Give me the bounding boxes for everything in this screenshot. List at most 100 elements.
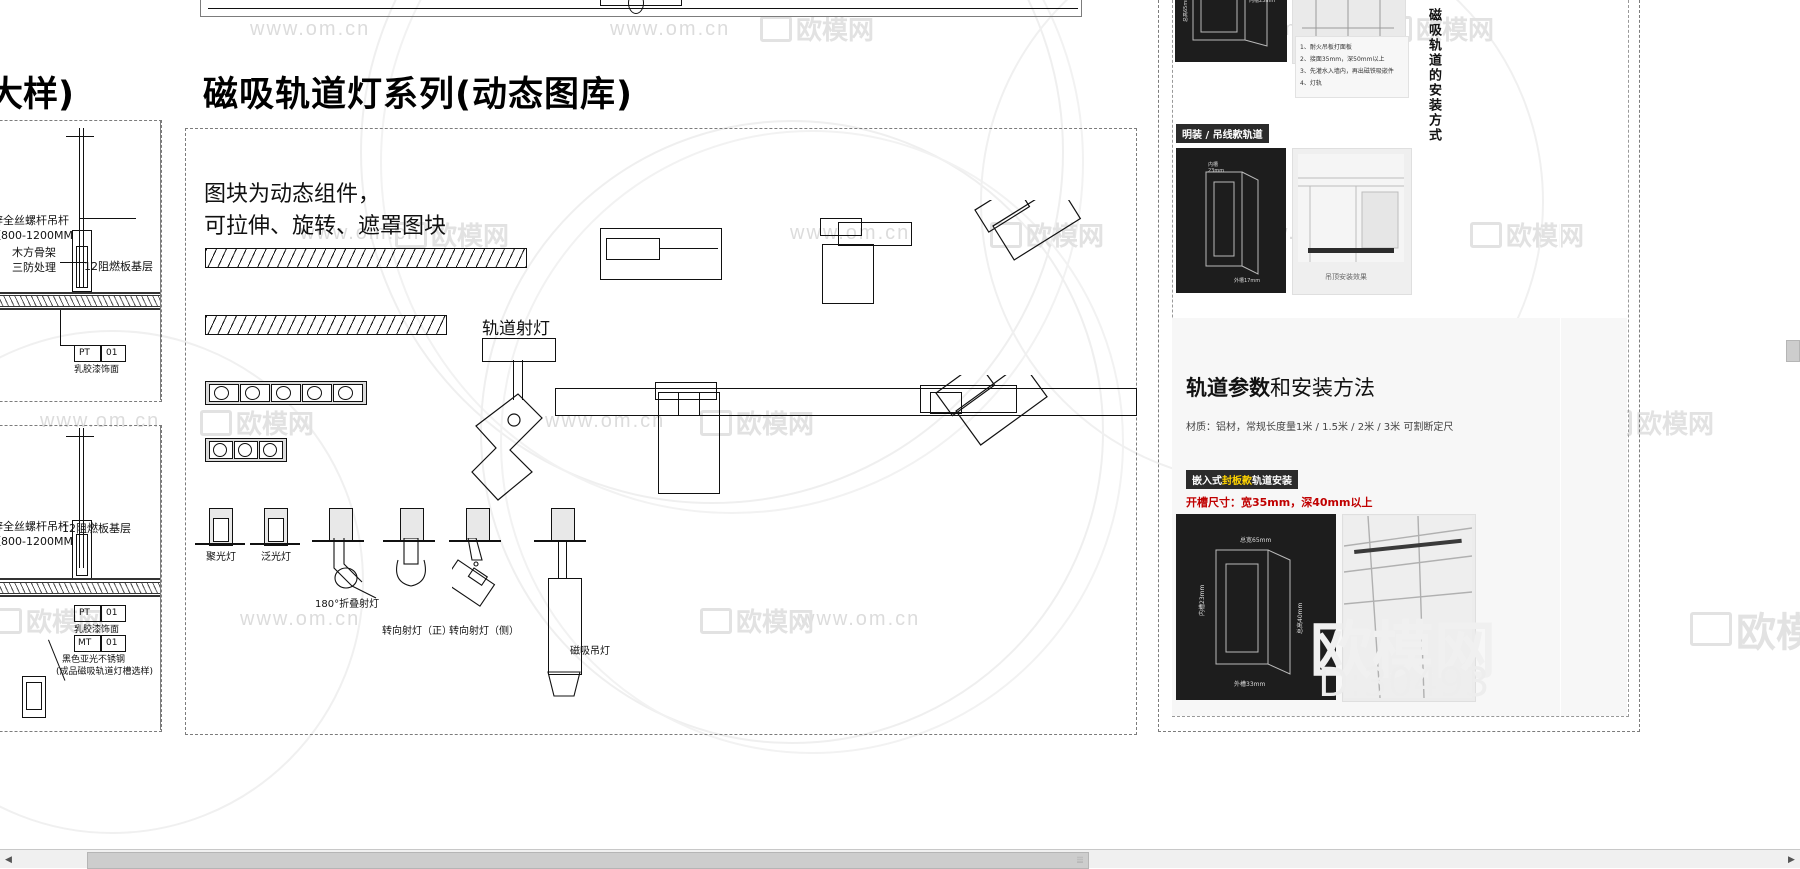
track-bar-short — [205, 315, 447, 335]
scroll-left-button[interactable]: ◀ — [0, 850, 17, 868]
led-lens — [338, 386, 353, 400]
top-partial-frame — [200, 0, 1082, 17]
fixture-ceiling-6 — [534, 540, 586, 542]
material-tag-mt — [74, 635, 102, 652]
track-section-diagram-surface: 内槽 23mm 外槽17mm — [1205, 161, 1260, 284]
tag-recessed-prefix: 嵌入式 — [1192, 476, 1222, 487]
install-step: 1、耐火吊板打面板 — [1300, 44, 1352, 51]
scroll-right-button[interactable]: ▶ — [1783, 850, 1800, 868]
fixture-profile-3 — [329, 508, 353, 542]
watermark-brand-text: 欧模网 — [1636, 409, 1715, 439]
annotation-hanger-spacing: 距800-1200MM — [0, 229, 73, 242]
svg-text:总高65mm: 总高65mm — [1183, 0, 1189, 22]
fixture-label-2: 泛光灯 — [261, 552, 291, 563]
product-photo-top-left — [1175, 0, 1287, 62]
material-tag-pt2-num: 01 — [106, 608, 118, 618]
left-panel-divider — [160, 120, 161, 400]
fixture-label-3: 180°折叠射灯 — [315, 599, 380, 610]
svg-text:23mm: 23mm — [1208, 168, 1224, 174]
svg-text:总宽65mm: 总宽65mm — [1240, 536, 1271, 544]
spotlight-stem — [522, 360, 523, 400]
recessed-steps-note — [1186, 672, 1188, 679]
open-size-value: 宽35mm，深40mm以上 — [1241, 496, 1373, 509]
rotating-spotlight-side — [452, 538, 496, 607]
pendant-head-block-2 — [838, 222, 912, 246]
led-lens — [263, 443, 277, 457]
fixture-label-4: 转向射灯（正） — [382, 626, 452, 637]
track-end-block-inner — [606, 238, 660, 260]
leader-line — [80, 218, 136, 219]
annotation-fireproof-board: 12阻燃板基层 — [84, 260, 153, 273]
right-edge-divider — [1560, 0, 1561, 740]
open-size-label: 开槽尺寸： — [1186, 496, 1241, 509]
annotation-fireproof-board-2: 12阻燃板基层 — [62, 522, 131, 535]
page-title: 磁吸轨道灯系列(动态图库) — [203, 75, 633, 115]
fixture-ceiling-5 — [449, 540, 501, 542]
install-step: 3、先灌水入墙内，再出磁铁吸嵌件 — [1300, 68, 1394, 75]
main-drawing-frame[interactable] — [185, 128, 1137, 735]
material-tag-pt2-number — [100, 605, 126, 622]
ceiling-line — [0, 292, 160, 294]
track-section-diagram-top: 内槽23mm 总高65mm — [1183, 0, 1275, 47]
vertical-scrollbar-thumb[interactable] — [1786, 340, 1800, 362]
fixture-profile-6 — [551, 508, 575, 542]
fixture-ceiling-1 — [195, 543, 245, 545]
folding-spotlight-arm — [333, 538, 377, 599]
scrollbar-track[interactable]: ⦙⦙⦙ — [17, 850, 1783, 869]
scrollbar-thumb[interactable] — [87, 851, 1089, 869]
annotation-wood-frame: 木方骨架 — [12, 246, 56, 259]
material-tag-mt-desc: 黑色亚光不锈钢 — [62, 655, 126, 665]
fixture-label-5: 转向射灯（侧） — [449, 626, 519, 637]
left-detail-frame-top — [0, 120, 162, 402]
magnetic-track-inner — [26, 682, 42, 710]
svg-text:外槽17mm: 外槽17mm — [1234, 277, 1260, 284]
svg-text:外槽33mm: 外槽33mm — [1234, 680, 1265, 688]
spotlight-head-plate — [482, 338, 556, 362]
svg-text:总高40mm: 总高40mm — [1296, 603, 1304, 634]
track-module-right-inner — [930, 392, 962, 414]
fixture-ceiling-3 — [312, 540, 364, 542]
product-photo-recessed — [1176, 514, 1336, 700]
track-end-line — [660, 248, 718, 249]
params-title-suffix: 和安装方法 — [1270, 376, 1375, 400]
svg-text:内槽23mm: 内槽23mm — [1198, 585, 1206, 616]
track-section-diagram-recessed: 总宽65mm 内槽23mm 总高40mm 外槽33mm — [1198, 536, 1304, 688]
fixture-label-6: 磁吸吊灯 — [570, 646, 610, 657]
watermark-id: D:30493 — [1318, 660, 1490, 706]
leader-line — [60, 262, 86, 263]
hanger-bracket-inner — [76, 246, 88, 288]
hanger-bracket — [72, 230, 92, 292]
pendant-head-block — [820, 218, 862, 236]
watermark-url: www.om.cn — [250, 18, 371, 40]
horizontal-scrollbar[interactable]: ◀ ⦙⦙⦙ ▶ — [0, 849, 1800, 869]
tag-surface-mount: 明装 / 吊线款轨道 — [1176, 124, 1269, 143]
right-panel-vertical-title: 磁吸轨道的安装方式 — [1426, 8, 1441, 143]
ceiling-line-2 — [0, 308, 160, 310]
led-lens — [276, 386, 291, 400]
pendant-wire — [566, 540, 567, 578]
tag-recessed-mid: 封板款 — [1222, 476, 1252, 487]
scrollbar-grip[interactable]: ⦙⦙⦙ — [1077, 854, 1084, 865]
hanger-rod-2 — [83, 428, 84, 568]
fixture-ceiling-4 — [383, 540, 435, 542]
fixture-ceiling-2 — [250, 543, 300, 545]
material-tag-pt2-code: PT — [79, 608, 90, 618]
watermark-brand-corner: 欧模网 — [1690, 600, 1800, 658]
pendant-wire — [558, 540, 559, 578]
fixture-profile-5 — [466, 508, 490, 542]
tag-leader — [60, 310, 61, 345]
spotlight-stem — [513, 360, 514, 400]
annotation-hanger-rod-2: 锌全丝螺杆吊杆 — [0, 520, 69, 533]
install-steps-panel — [1295, 36, 1409, 98]
material-tag-pt2 — [74, 605, 102, 622]
params-title-prefix: 轨道参数 — [1186, 376, 1270, 400]
led-lens — [307, 386, 322, 400]
annotation-hanger-rod: 锌全丝螺杆吊杆 — [0, 214, 69, 227]
fixture-label-1: 聚光灯 — [206, 552, 236, 563]
spotlight-body-shape — [471, 393, 543, 501]
hanger-cross-2 — [66, 436, 94, 437]
ceiling-room-sketch — [1298, 154, 1404, 262]
material-tag-pt-desc: 乳胶漆饰面 — [74, 365, 120, 375]
angled-spotlight-mid — [935, 375, 1048, 446]
